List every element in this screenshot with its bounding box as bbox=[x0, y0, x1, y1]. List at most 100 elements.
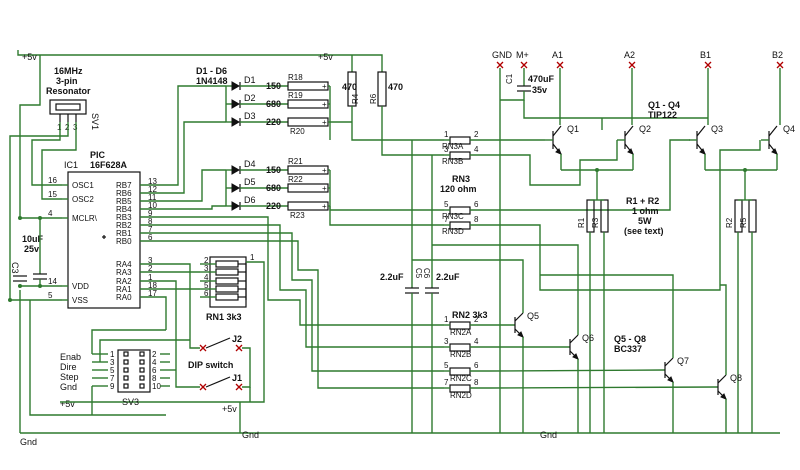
resonator-freq: 16MHz bbox=[54, 66, 83, 76]
rn3-title: RN3 bbox=[452, 174, 470, 184]
rn3-pin: 6 bbox=[474, 200, 479, 209]
resistor-ref: R18 bbox=[288, 73, 303, 82]
mcu-left-pin-name: MCLR\ bbox=[72, 214, 98, 223]
resistor-plus: + bbox=[322, 184, 327, 193]
mcu-right-pin-name: RA1 bbox=[116, 285, 132, 294]
mcu-right-pin-name: RB6 bbox=[116, 189, 132, 198]
rn1-element bbox=[215, 277, 239, 285]
c5-ref: C5 bbox=[414, 268, 423, 279]
connector-label: GND bbox=[492, 50, 513, 60]
resistor-value: 680 bbox=[266, 99, 281, 109]
diode-symbol bbox=[231, 183, 241, 193]
pullup-resistors: 470 470 R4 R6 bbox=[342, 71, 444, 156]
sv3-pin-pad bbox=[123, 383, 129, 389]
vcc-label-jumper: +5v bbox=[222, 404, 237, 414]
connector-label: B2 bbox=[772, 50, 783, 60]
sv3-left-pin: 1 bbox=[110, 350, 115, 359]
resistor-ref: R20 bbox=[290, 127, 305, 136]
diode-name: D4 bbox=[244, 159, 256, 169]
sv3-pin-pad bbox=[139, 359, 145, 365]
rn3-part: RN3D bbox=[442, 227, 464, 236]
sv3-right-pin: 4 bbox=[152, 358, 157, 367]
mcu-left-pin-num: 5 bbox=[48, 291, 53, 300]
sv3-step: Step bbox=[60, 372, 79, 382]
sv3-pin-pad bbox=[139, 383, 145, 389]
power-transistor-title: Q1 - Q4 TIP122 bbox=[648, 100, 680, 120]
rn2-part: RN2D bbox=[450, 391, 472, 400]
resistor-ref: R22 bbox=[288, 175, 303, 184]
small-transistor-title: Q5 - Q8 BC337 bbox=[614, 334, 646, 354]
rn3-part: RN3A bbox=[442, 142, 464, 151]
rn3-part: RN3B bbox=[442, 157, 463, 166]
rn1-common-pin: 1 bbox=[250, 253, 255, 262]
mcu-right-pin-num: 3 bbox=[148, 256, 153, 265]
resistor-value: 150 bbox=[266, 165, 281, 175]
c1-voltage: 35v bbox=[532, 85, 547, 95]
sv3-pin-pad bbox=[123, 367, 129, 373]
qsmall-arrow bbox=[572, 353, 579, 360]
transistor-collector bbox=[768, 125, 778, 137]
sense-resistor-body bbox=[748, 199, 757, 233]
caps-mid: 2.2uF 2.2uF C5 C6 bbox=[380, 140, 460, 433]
qsmall-collector bbox=[514, 312, 524, 322]
rn3-pin: 1 bbox=[444, 130, 449, 139]
transistor-name: Q2 bbox=[639, 124, 651, 134]
transistor-collector bbox=[552, 125, 562, 137]
sv3-pin-pad bbox=[139, 351, 145, 357]
mcu-left-pin-num: 4 bbox=[48, 209, 53, 218]
transistor-name: Q3 bbox=[711, 124, 723, 134]
mcu-right-pin-num: 2 bbox=[148, 264, 153, 273]
vcc-rail: +5v +5v bbox=[17, 50, 383, 72]
qsmall-collector bbox=[717, 374, 727, 384]
mcu-right-pin-num: 6 bbox=[148, 233, 153, 242]
rn2-part: RN2C bbox=[450, 374, 472, 383]
mcu-right-pin-num: 1 bbox=[148, 273, 153, 282]
rn2-pin: 3 bbox=[444, 337, 449, 346]
mcu-right-pin-num: 17 bbox=[148, 289, 157, 298]
connector-mark bbox=[520, 61, 528, 69]
rn3-pin: 5 bbox=[444, 200, 449, 209]
diode-name: D5 bbox=[244, 177, 256, 187]
junction bbox=[743, 168, 747, 172]
sense-ref: R3 bbox=[591, 217, 600, 228]
rn1-element bbox=[215, 268, 239, 276]
gnd-label-right: Gnd bbox=[540, 430, 557, 440]
mcu-ref: IC1 bbox=[64, 160, 78, 170]
connector-mark bbox=[496, 61, 504, 69]
vcc-label-top: +5v bbox=[318, 52, 333, 62]
diode-symbol bbox=[231, 201, 241, 211]
resistor-plus: + bbox=[322, 82, 327, 91]
sv3-left-pin: 9 bbox=[110, 382, 115, 391]
sense-title: R1 + R2 bbox=[626, 196, 659, 206]
rn2-pin: 4 bbox=[474, 337, 479, 346]
transistor-collector bbox=[696, 125, 706, 137]
sense-power: 5W bbox=[638, 216, 652, 226]
mcu-right-pin-name: RB4 bbox=[116, 205, 132, 214]
sv3-right-pin: 10 bbox=[152, 382, 161, 391]
transistor-arrow bbox=[771, 148, 778, 155]
rn1-element bbox=[215, 293, 239, 301]
rn3-pin: 8 bbox=[474, 215, 479, 224]
connector-mark bbox=[704, 61, 712, 69]
qsmall-part: BC337 bbox=[614, 344, 642, 354]
sv3-right-pin: 8 bbox=[152, 374, 157, 383]
sv3-left-pin: 3 bbox=[110, 358, 115, 367]
rn2-pin: 5 bbox=[444, 361, 449, 370]
mcu-right-pin-name: RB2 bbox=[116, 221, 132, 230]
vcc-label-left: +5v bbox=[22, 52, 37, 62]
mcu-left-pin-name: VDD bbox=[72, 282, 89, 291]
mcu-right-pin-num: 10 bbox=[148, 201, 157, 210]
connector-label: A1 bbox=[552, 50, 563, 60]
sv3-left-pin: 7 bbox=[110, 374, 115, 383]
sv3-left-pin: 5 bbox=[110, 366, 115, 375]
sv3-pin-pad bbox=[123, 359, 129, 365]
